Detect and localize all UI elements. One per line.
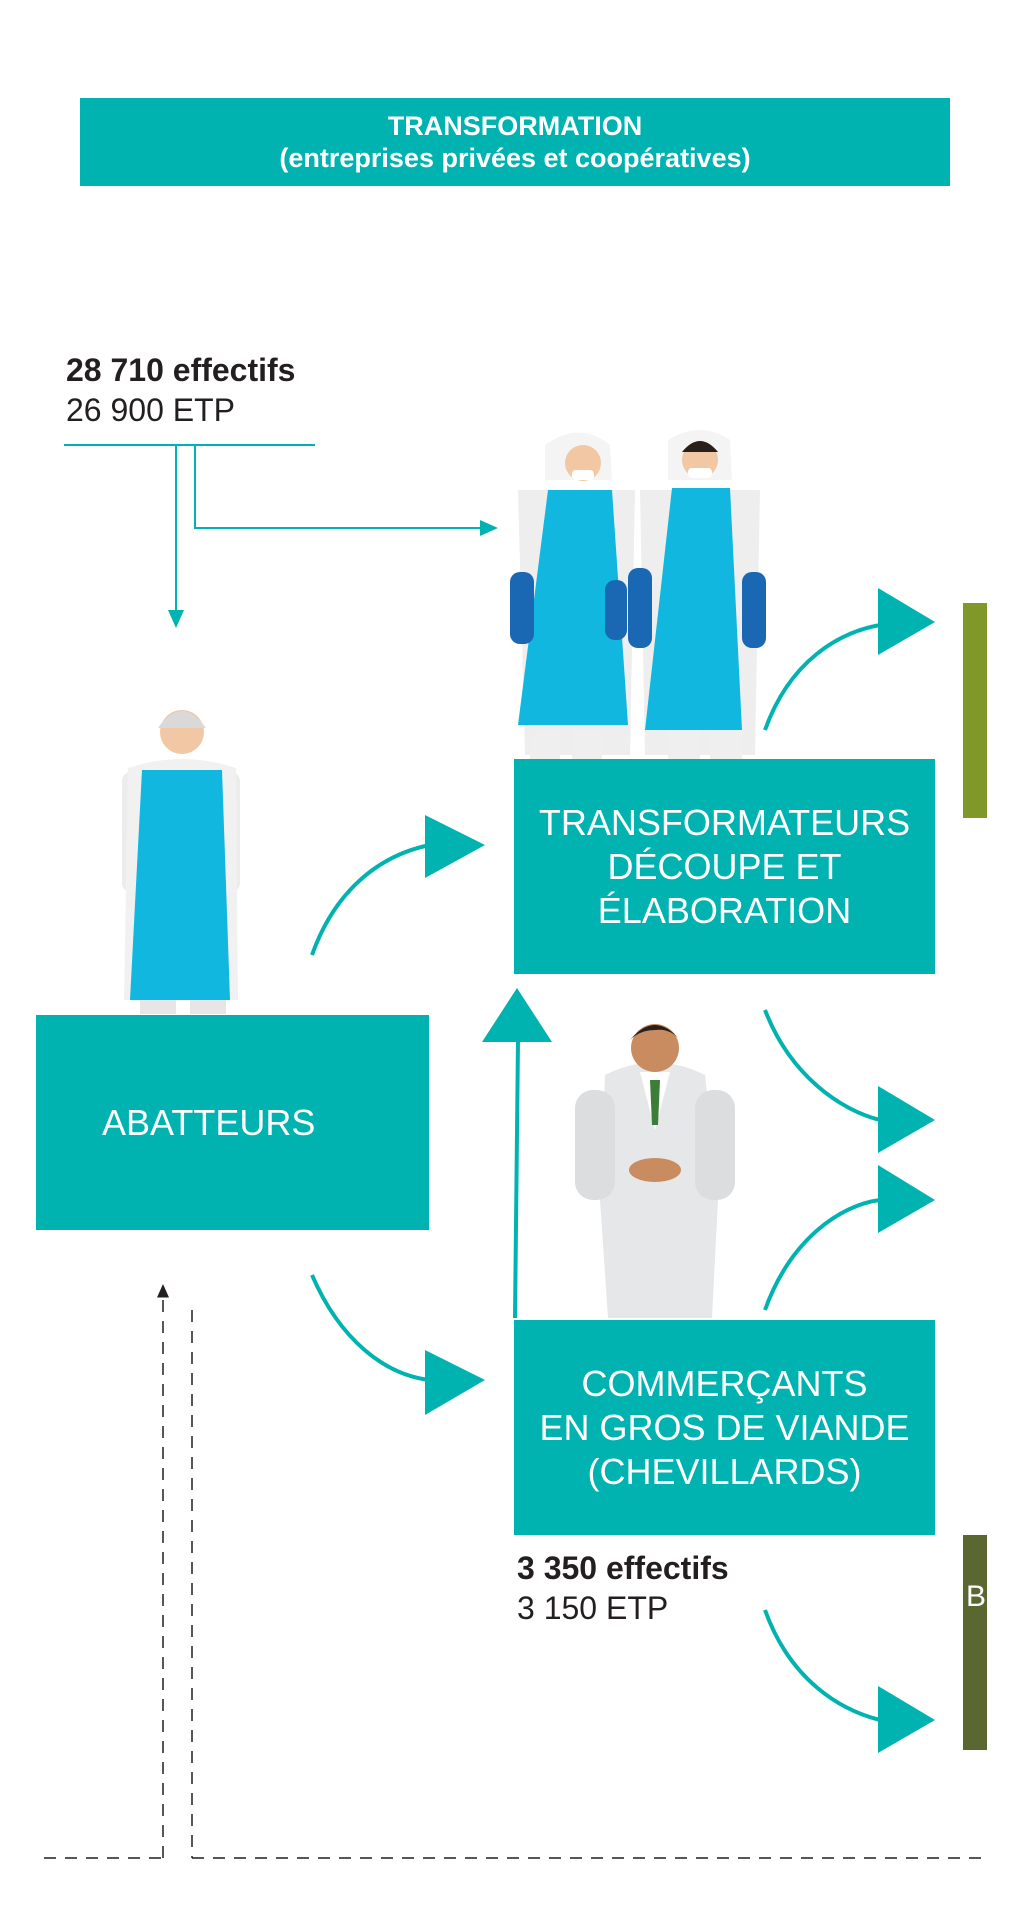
box-abatteurs-label: ABATTEURS bbox=[102, 1101, 316, 1143]
flow-arrowheads bbox=[425, 588, 935, 1753]
stats-top-etp: 26 900 ETP bbox=[66, 392, 235, 428]
stats-top-count: 28 710 effectifs bbox=[66, 352, 296, 388]
stats-connector bbox=[64, 444, 498, 628]
section-banner: TRANSFORMATION (entreprises privées et c… bbox=[80, 98, 950, 186]
banner-title: TRANSFORMATION bbox=[387, 111, 643, 141]
box-abatteurs: ABATTEURS bbox=[36, 1015, 429, 1230]
side-bar-olive bbox=[963, 603, 987, 818]
flow-arrows bbox=[310, 623, 881, 1722]
stats-bottom-count: 3 350 effectifs bbox=[517, 1550, 729, 1586]
dashed-connector bbox=[44, 1284, 985, 1859]
box-transformateurs: TRANSFORMATEURS DÉCOUPE ET ÉLABORATION bbox=[514, 759, 935, 974]
box-commercants: COMMERÇANTS EN GROS DE VIANDE (CHEVILLAR… bbox=[514, 1320, 935, 1535]
banner-subtitle: (entreprises privées et coopératives) bbox=[279, 143, 751, 173]
stats-bottom: 3 350 effectifs 3 150 ETP bbox=[517, 1548, 729, 1628]
stats-top: 28 710 effectifs 26 900 ETP bbox=[66, 350, 295, 430]
stats-bottom-etp: 3 150 ETP bbox=[517, 1590, 669, 1626]
side-bar-letter: B bbox=[966, 1580, 987, 1613]
processor-figures bbox=[510, 430, 766, 760]
box-transformateurs-label: TRANSFORMATEURS DÉCOUPE ET ÉLABORATION bbox=[538, 801, 911, 931]
butcher-figure bbox=[122, 710, 240, 1014]
box-commercants-label: COMMERÇANTS EN GROS DE VIANDE (CHEVILLAR… bbox=[539, 1362, 910, 1492]
wholesaler-figure bbox=[575, 1024, 735, 1318]
side-bar-dark-olive bbox=[963, 1535, 987, 1750]
